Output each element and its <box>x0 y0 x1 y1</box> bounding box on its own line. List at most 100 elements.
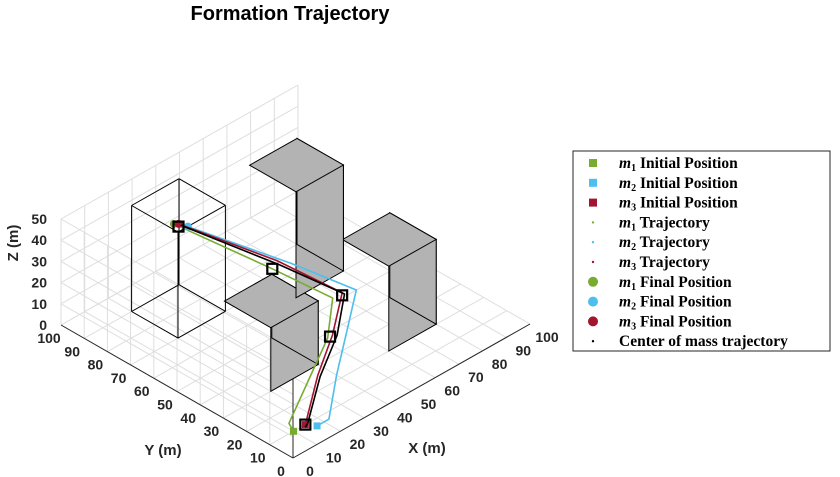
legend-entry: Center of mass trajectory <box>591 333 788 350</box>
legend-entry: m1 Initial Position <box>589 155 738 174</box>
legend-symbol: m <box>619 214 631 231</box>
obstacle-edge <box>177 310 226 339</box>
legend-text: Trajectory <box>636 234 710 251</box>
trajectory-line <box>173 223 334 432</box>
obstacle-edge <box>131 205 179 233</box>
obstacle-face <box>341 212 438 267</box>
trajectory-line <box>178 223 344 425</box>
legend-circle-marker <box>588 316 598 327</box>
legend-label: m2 Initial Position <box>619 175 738 194</box>
trajectory-line <box>187 225 358 427</box>
y-tick-label: 0 <box>277 463 285 477</box>
y-tick-label: 40 <box>180 410 196 426</box>
legend-symbol: m <box>619 313 631 330</box>
z-tick-label: 0 <box>39 317 47 333</box>
legend-text: Final Position <box>636 294 732 311</box>
z-tick-label: 20 <box>31 275 47 291</box>
obstacle-box <box>131 178 226 339</box>
legend-symbol: m <box>619 254 631 271</box>
trajectory-line <box>180 224 346 428</box>
waypoint-marker <box>266 262 279 275</box>
y-tick-label: 80 <box>88 357 104 373</box>
legend-circle-marker <box>588 276 598 287</box>
legend-dot-marker <box>591 260 595 264</box>
chart-title: Formation Trajectory <box>191 3 391 25</box>
y-tick-label: 30 <box>204 423 220 439</box>
z-tick-label: 40 <box>31 232 47 248</box>
legend-subscript: 1 <box>631 163 636 174</box>
legend-entry: m2 Final Position <box>588 294 732 313</box>
trajectories <box>169 219 358 435</box>
x-axis-line <box>292 323 531 459</box>
obstacle-box <box>341 211 438 352</box>
legend-subscript: 1 <box>631 222 636 233</box>
legend-subscript: 2 <box>631 242 636 253</box>
x-tick-label: 90 <box>516 342 532 358</box>
legend-text: Initial Position <box>636 195 738 212</box>
legend-label: m3 Initial Position <box>619 195 738 214</box>
legend-box <box>572 150 831 352</box>
x-tick-label: 30 <box>373 423 389 439</box>
y-tick-label: 10 <box>250 450 266 466</box>
wall-gridline <box>60 303 294 438</box>
legend-square-marker <box>589 178 597 187</box>
z-tick-label: 50 <box>31 211 47 227</box>
legend-entry: m2 Trajectory <box>591 234 710 253</box>
y-tick-label: 70 <box>111 370 127 386</box>
obstacle-edge <box>131 284 180 312</box>
x-tick-label: 100 <box>535 329 559 345</box>
legend-entry: m2 Initial Position <box>589 175 738 194</box>
obstacles <box>131 137 438 393</box>
legend-label: Center of mass trajectory <box>619 333 788 350</box>
x-tick-label: 50 <box>421 396 437 412</box>
wall-gridline <box>60 84 299 220</box>
waypoints <box>172 220 349 431</box>
legend-symbol: m <box>619 155 631 172</box>
initial-position-marker <box>290 427 297 435</box>
legend-dot-marker <box>591 340 595 343</box>
legend-label: m2 Trajectory <box>619 234 710 253</box>
initial-position-marker <box>313 422 321 430</box>
obstacle-edge <box>131 311 179 339</box>
legend-subscript: 2 <box>631 183 636 194</box>
obstacle-edge <box>178 178 226 206</box>
z-axis-label: Z (m) <box>5 225 22 262</box>
y-tick-label: 90 <box>64 343 80 359</box>
floor-gridline <box>83 203 322 339</box>
y-tick-label: 50 <box>157 397 173 413</box>
legend-square-marker <box>589 198 597 207</box>
z-tick-label: 10 <box>31 296 47 312</box>
y-axis-label: Y (m) <box>144 442 181 459</box>
waypoint-marker <box>172 220 185 233</box>
floor-gridline <box>202 244 436 379</box>
legend-entry: m3 Final Position <box>588 313 732 332</box>
y-tick-label: 60 <box>134 383 150 399</box>
legend-text: Final Position <box>636 274 732 291</box>
legend-subscript: 3 <box>631 262 636 273</box>
legend-symbol: m <box>619 234 631 251</box>
legend-text: Initial Position <box>636 175 738 192</box>
tick-labels: 0102030405060708090100010203040506070809… <box>31 211 558 477</box>
legend-symbol: m <box>619 195 631 212</box>
x-tick-label: 60 <box>444 383 460 399</box>
y-tick-label: 20 <box>227 436 243 452</box>
legend-label: m1 Initial Position <box>619 155 738 174</box>
obstacle-face <box>248 137 345 193</box>
legend-text: Trajectory <box>636 214 710 231</box>
legend-symbol: m <box>619 274 631 291</box>
wall-gridline <box>60 239 294 374</box>
waypoint-marker <box>299 418 312 431</box>
z-tick-label: 30 <box>31 253 47 269</box>
legend-square-marker <box>589 159 597 167</box>
x-tick-label: 10 <box>326 450 342 466</box>
y-tick-label: 100 <box>37 330 61 346</box>
legend-subscript: 1 <box>631 282 636 293</box>
legend-subscript: 3 <box>631 203 636 214</box>
obstacle-edge <box>131 178 180 206</box>
x-tick-label: 0 <box>306 463 314 477</box>
legend-entry: m3 Trajectory <box>591 254 710 273</box>
x-tick-label: 70 <box>468 369 484 385</box>
legend-subscript: 2 <box>631 302 636 313</box>
legend-label: m1 Final Position <box>619 274 732 293</box>
legend-entry: m3 Initial Position <box>589 195 738 214</box>
